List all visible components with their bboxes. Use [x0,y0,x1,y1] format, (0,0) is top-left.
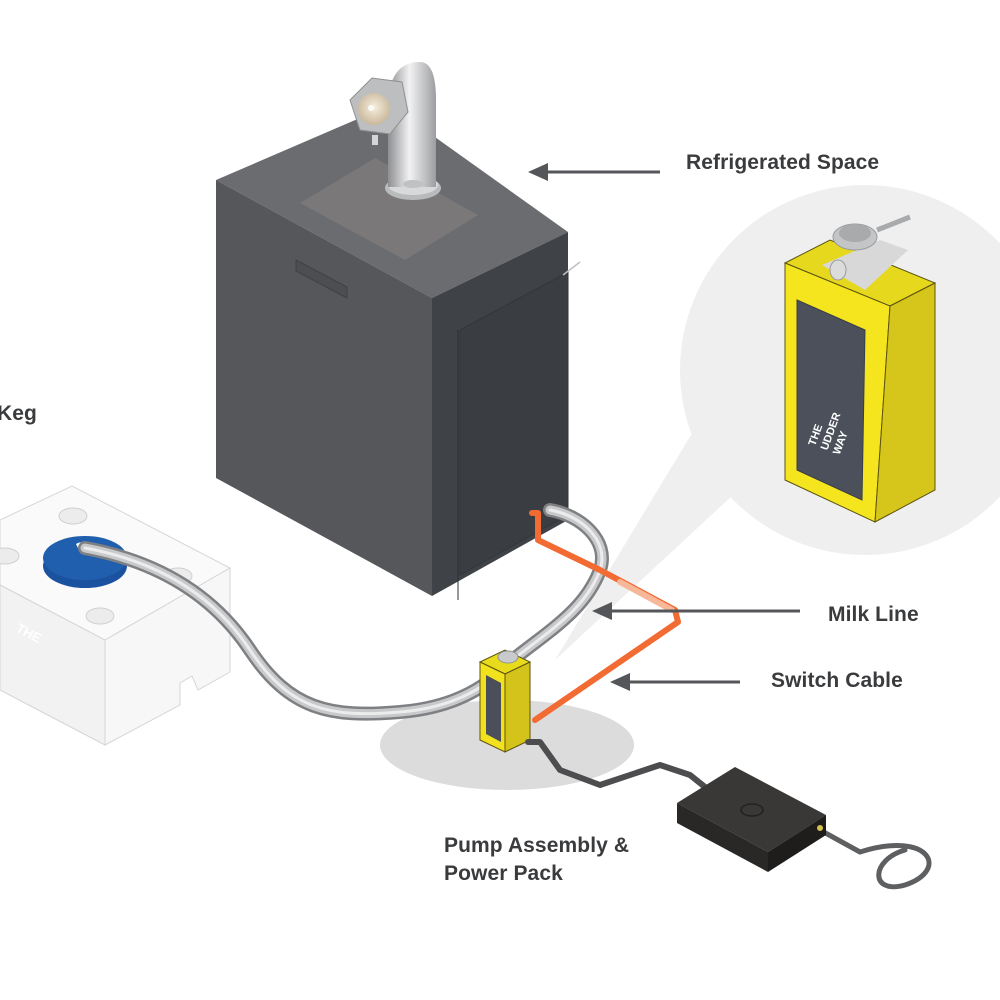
keg: THE [0,485,232,746]
power-cord [525,739,932,890]
callout-pump-detail: THE UDDER WAY [783,214,937,523]
fridge-top-plate [300,158,478,260]
label-pump-assembly: Pump Assembly & Power Pack [444,832,629,888]
tap-fitting [349,62,441,200]
arrow-milk-line [592,602,800,620]
power-pack [677,767,826,872]
arrow-switch-cable [610,673,740,691]
label-switch-cable: Switch Cable [771,669,903,692]
fridge-handle [295,259,348,299]
pump-assembly [478,649,532,753]
switch-cable [529,510,681,723]
refrigerated-space [216,105,581,600]
label-milk-line: Milk Line [828,603,919,626]
arrow-refrigerated-space [528,163,660,181]
label-keg: Keg [0,402,37,425]
keg-side [104,567,231,746]
label-pump-line2: Power Pack [444,862,563,885]
label-refrigerated-space: Refrigerated Space [686,151,880,174]
callout-logo: THE UDDER WAY [807,411,851,456]
fridge-front [216,180,432,596]
label-pump-line1: Pump Assembly & [444,834,630,857]
